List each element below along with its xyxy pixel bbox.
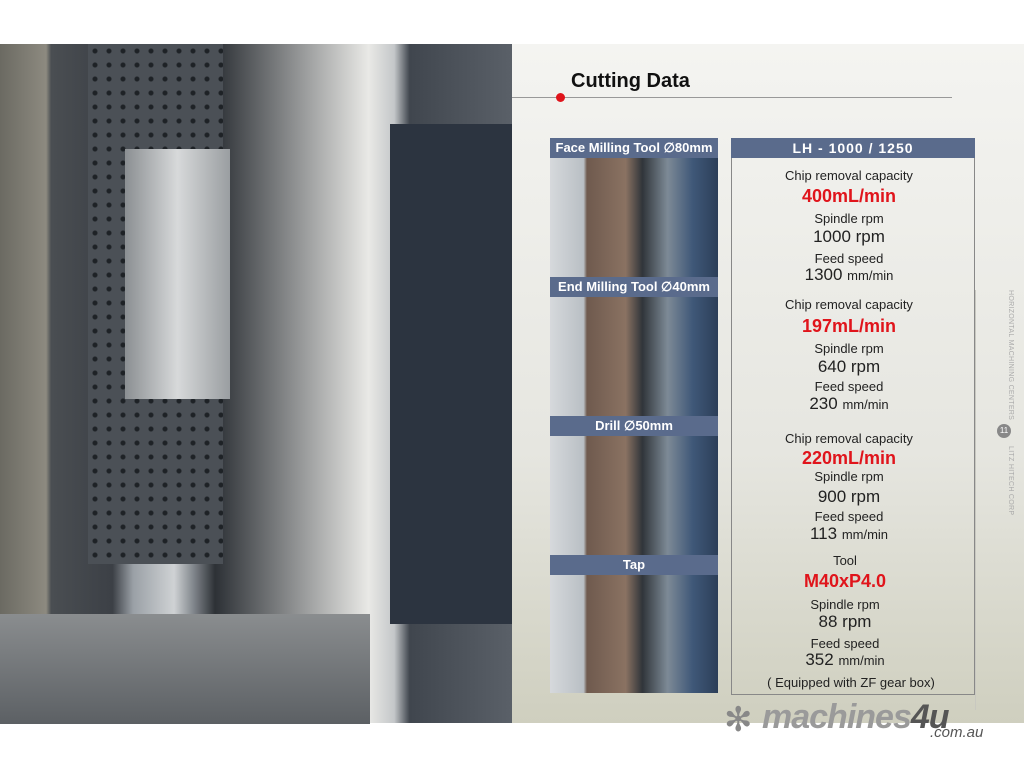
row-label: Chip removal capacity — [785, 297, 913, 312]
table-header: LH - 1000 / 1250 — [731, 138, 975, 158]
page-number: 11 — [997, 424, 1011, 438]
tool-label: End Milling Tool ∅40mm — [550, 277, 718, 297]
section-label: HORIZONTAL MACHINING CENTERS — [1007, 290, 1014, 421]
table-note: ( Equipped with ZF gear box) — [767, 675, 935, 690]
row-value: 352 mm/min — [727, 650, 963, 670]
control-panel — [390, 124, 512, 624]
unit: mm/min — [841, 527, 889, 542]
machine-photo — [0, 44, 512, 724]
workpiece-block — [125, 149, 230, 399]
row-label: Chip removal capacity — [785, 168, 913, 183]
value: 1300 — [804, 265, 843, 284]
value: 352 — [805, 650, 834, 669]
row-value: 113 mm/min — [731, 524, 967, 544]
tool-label: Drill ∅50mm — [550, 416, 718, 436]
row-value: 220mL/min — [801, 448, 897, 468]
watermark-domain: .com.au — [930, 724, 984, 741]
title-rule — [512, 97, 952, 98]
tool-photo — [550, 297, 718, 416]
unit: mm/min — [838, 653, 885, 668]
row-label: Spindle rpm — [814, 341, 884, 356]
row-label: Spindle rpm — [814, 211, 884, 226]
tool-label: Tap — [550, 555, 718, 575]
row-value: 1000 rpm — [813, 227, 885, 246]
row-value: 88 rpm — [818, 612, 872, 631]
row-label: Chip removal capacity — [785, 431, 913, 446]
row-value: 230 mm/min — [731, 394, 967, 414]
tool-photo — [550, 575, 718, 693]
value: 230 — [809, 394, 838, 413]
company-label: LITZ HITECH CORP — [1007, 446, 1014, 516]
row-label: Feed speed — [814, 379, 884, 394]
row-value: 1300 mm/min — [731, 265, 967, 285]
watermark-logo: machines4u — [762, 698, 950, 736]
row-value: 900 rpm — [817, 487, 881, 506]
row-value: 197mL/min — [801, 316, 897, 336]
side-divider — [975, 290, 976, 710]
tool-label: Face Milling Tool ∅80mm — [550, 138, 718, 158]
row-label: Feed speed — [814, 509, 884, 524]
machine-base — [0, 614, 370, 724]
row-label: Feed speed — [814, 251, 884, 266]
page-title: Cutting Data — [571, 70, 690, 92]
row-label: Tool — [833, 553, 857, 568]
unit: mm/min — [842, 397, 889, 412]
row-label: Spindle rpm — [810, 597, 880, 612]
value: 113 — [809, 524, 838, 543]
tool-photo — [550, 436, 718, 555]
row-label: Feed speed — [810, 636, 880, 651]
row-label: Spindle rpm — [814, 469, 884, 484]
row-value: 400mL/min — [801, 186, 897, 206]
row-value: M40xP4.0 — [803, 571, 887, 591]
snowflake-logo-icon: ✻ — [724, 701, 753, 739]
unit: mm/min — [847, 268, 894, 283]
row-value: 640 rpm — [817, 357, 881, 376]
red-dot — [556, 93, 565, 102]
tool-photo — [550, 158, 718, 277]
